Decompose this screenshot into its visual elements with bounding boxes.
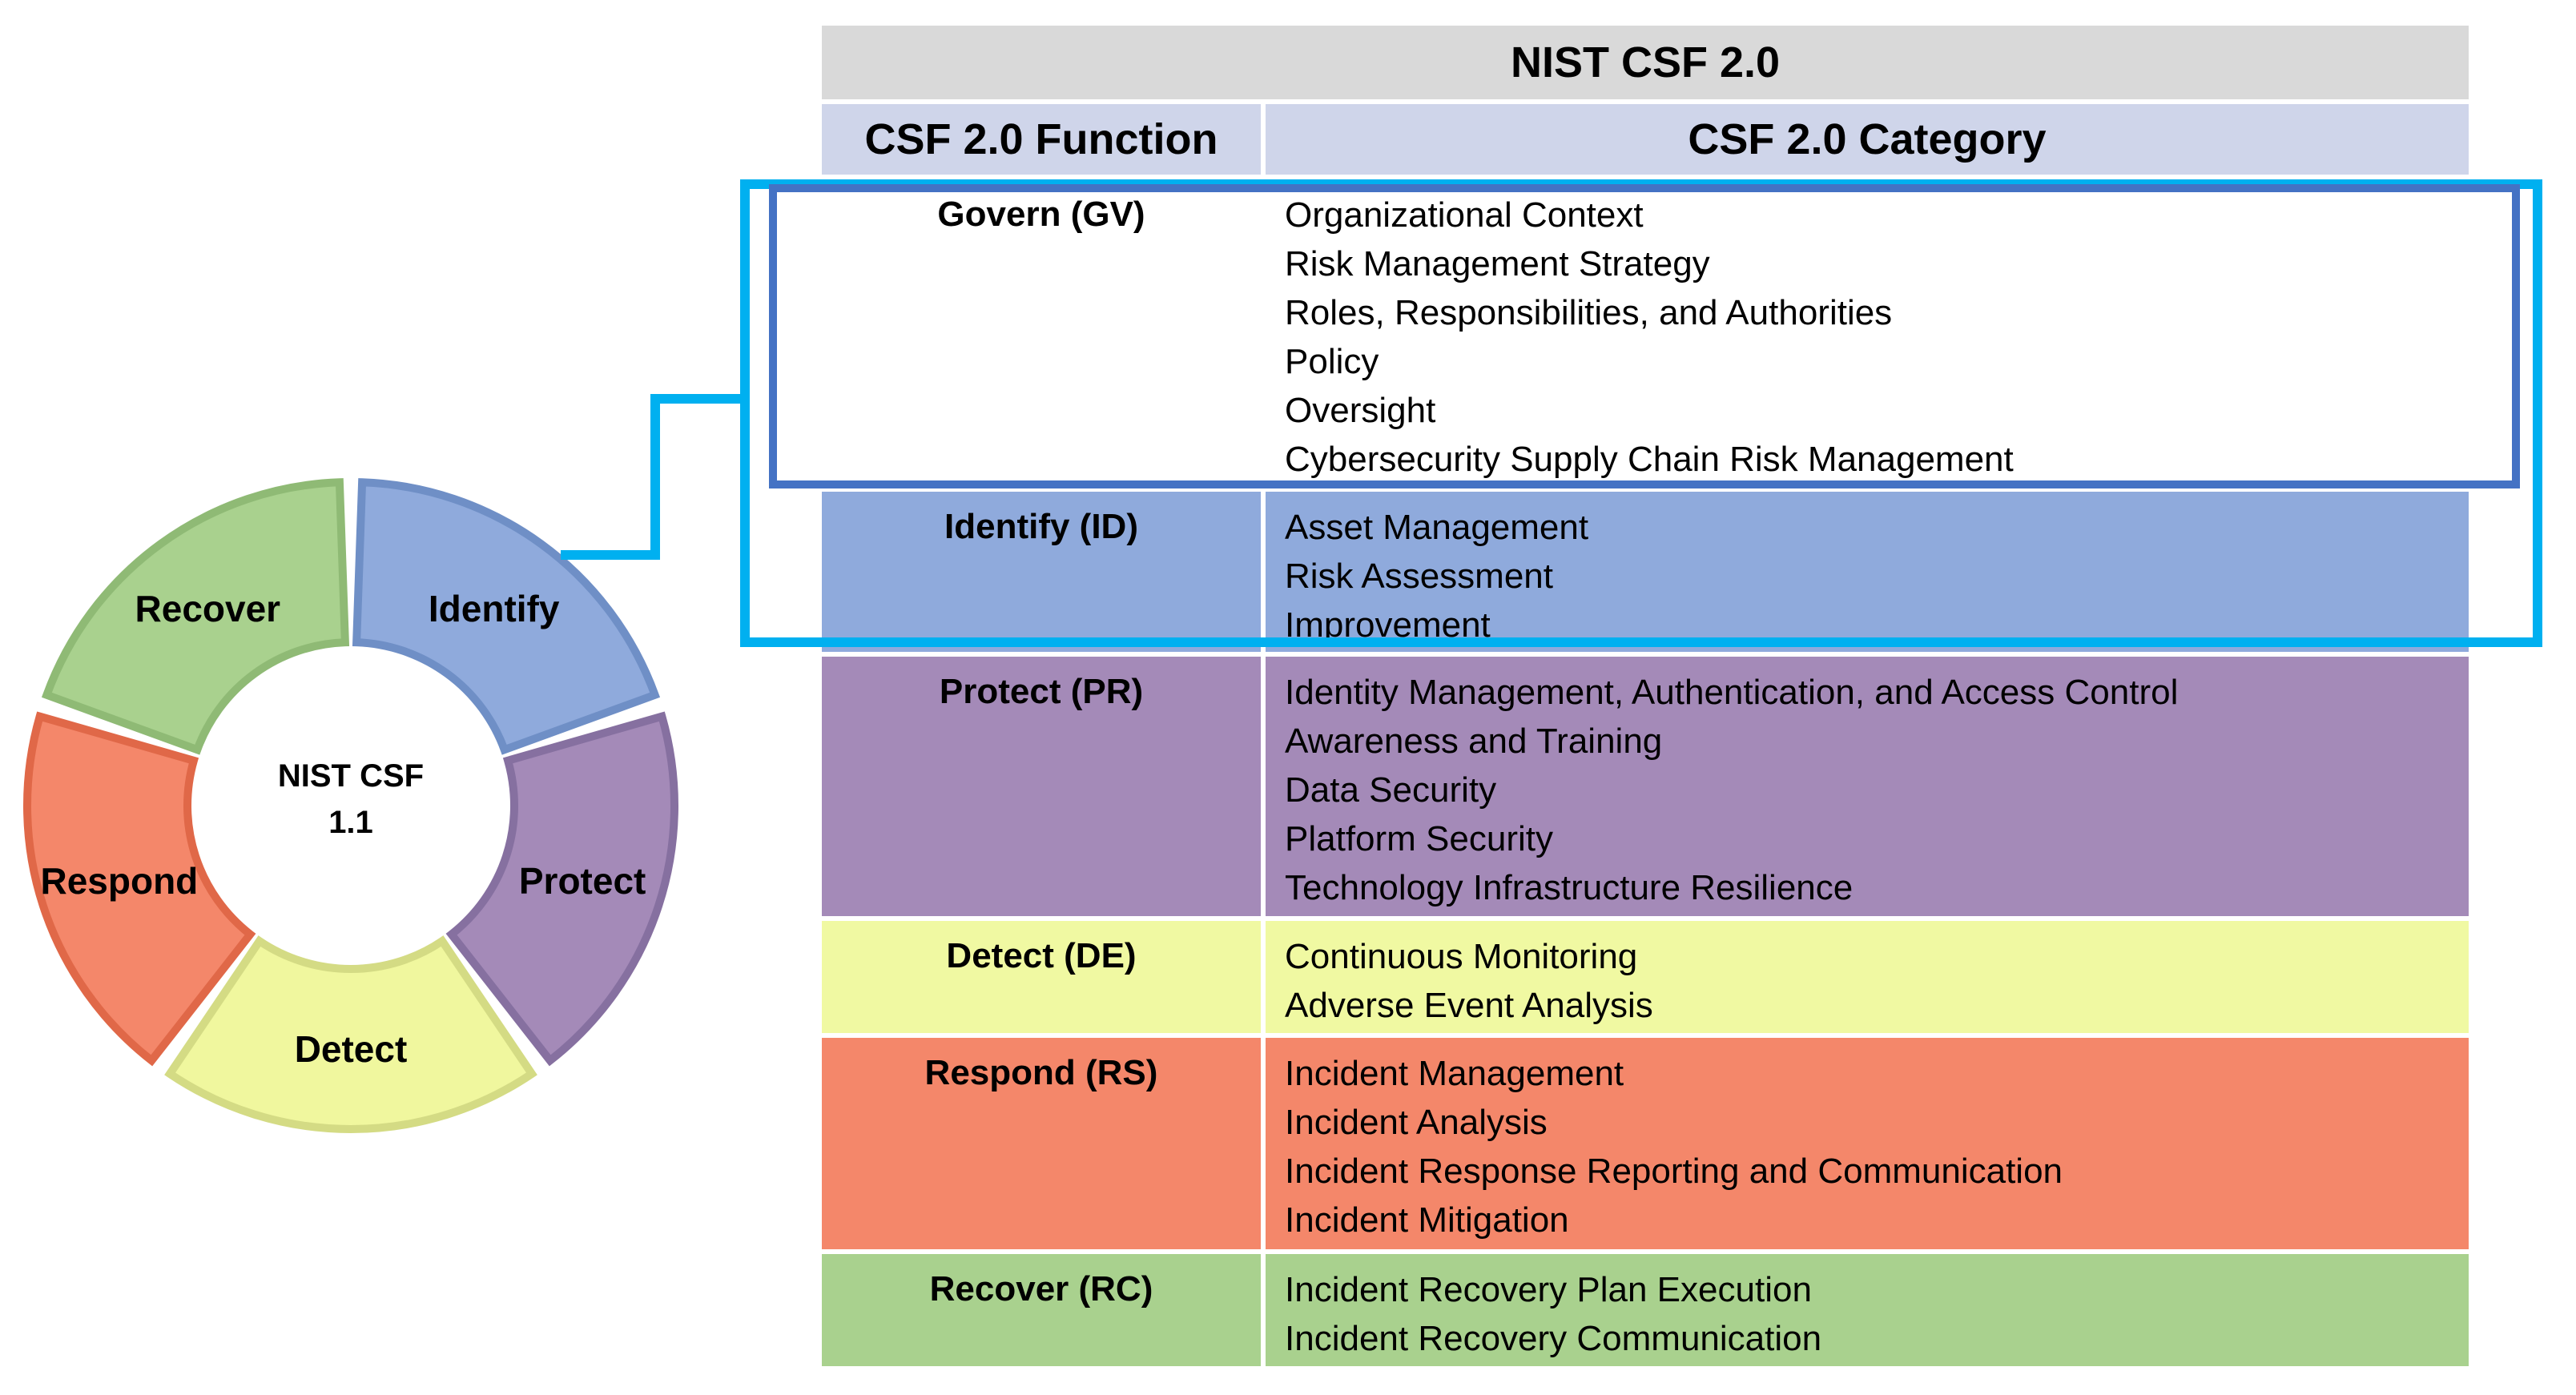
table-row-govern: Govern (GV) Organizational Context Risk …: [822, 179, 2469, 490]
category-cell: Incident Recovery Plan Execution Inciden…: [1266, 1254, 2469, 1366]
category-item: Organizational Context: [1285, 195, 1644, 235]
wheel-center-label-line1: NIST CSF: [278, 758, 424, 794]
category-item: Roles, Responsibilities, and Authorities: [1285, 293, 1893, 332]
wheel-label-recover: Recover: [135, 588, 281, 629]
column-header-function: CSF 2.0 Function: [822, 104, 1261, 175]
wheel-segment-recover: [41, 478, 350, 755]
wheel-label-identify: Identify: [429, 588, 560, 629]
category-item: Oversight: [1285, 391, 1436, 430]
table-row-protect: Protect (PR) Identity Management, Authen…: [822, 657, 2469, 916]
category-cell: Asset Management Risk Assessment Improve…: [1266, 492, 2469, 652]
table-row-respond: Respond (RS) Incident Management Inciden…: [822, 1038, 2469, 1249]
wheel-label-respond: Respond: [40, 860, 198, 902]
wheel-segments: [23, 478, 678, 1133]
category-item: Adverse Event Analysis: [1285, 986, 1653, 1025]
wheel-segment-protect: [445, 711, 678, 1067]
table-row-recover: Recover (RC) Incident Recovery Plan Exec…: [822, 1254, 2469, 1366]
function-cell: Identify (ID): [822, 492, 1261, 652]
function-cell: Respond (RS): [822, 1038, 1261, 1249]
category-cell: Incident Management Incident Analysis In…: [1266, 1038, 2469, 1249]
category-item: Identity Management, Authentication, and…: [1285, 673, 2179, 712]
category-item: Technology Infrastructure Resilience: [1285, 868, 1854, 907]
function-cell: Govern (GV): [822, 179, 1261, 490]
category-item: Incident Mitigation: [1285, 1200, 1569, 1240]
wheel-segment-respond: [23, 711, 256, 1067]
wheel-label-detect: Detect: [295, 1028, 408, 1070]
category-item: Incident Response Reporting and Communic…: [1285, 1152, 2063, 1191]
category-item: Asset Management: [1285, 508, 1589, 547]
table-row-detect: Detect (DE) Continuous Monitoring Advers…: [822, 921, 2469, 1033]
category-item: Risk Management Strategy: [1285, 244, 1710, 283]
function-cell: Recover (RC): [822, 1254, 1261, 1366]
category-item: Data Security: [1285, 770, 1497, 810]
category-item: Risk Assessment: [1285, 557, 1553, 596]
column-header-category: CSF 2.0 Category: [1266, 104, 2469, 175]
category-item: Incident Recovery Plan Execution: [1285, 1270, 1812, 1309]
wheel-segment-identify: [352, 478, 661, 755]
table-header-row: CSF 2.0 Function CSF 2.0 Category: [822, 104, 2469, 175]
function-cell: Detect (DE): [822, 921, 1261, 1033]
table-row-identify: Identify (ID) Asset Management Risk Asse…: [822, 492, 2469, 652]
category-cell: Continuous Monitoring Adverse Event Anal…: [1266, 921, 2469, 1033]
category-cell: Identity Management, Authentication, and…: [1266, 657, 2469, 916]
wheel-segment-detect: [164, 935, 537, 1133]
function-cell: Protect (PR): [822, 657, 1261, 916]
category-item: Platform Security: [1285, 819, 1553, 858]
category-item: Awareness and Training: [1285, 722, 1663, 761]
wheel-center-label-line2: 1.1: [328, 805, 373, 840]
category-item: Incident Recovery Communication: [1285, 1319, 1822, 1358]
category-item: Incident Management: [1285, 1054, 1624, 1093]
category-item: Continuous Monitoring: [1285, 937, 1638, 976]
identify-connector-line: [561, 394, 740, 560]
category-item: Incident Analysis: [1285, 1103, 1548, 1142]
category-item: Policy: [1285, 342, 1379, 381]
wheel-label-protect: Protect: [519, 860, 646, 902]
table-title: NIST CSF 2.0: [822, 26, 2469, 99]
category-cell: Organizational Context Risk Management S…: [1266, 179, 2469, 490]
category-item: Improvement: [1285, 605, 1491, 645]
category-item: Cybersecurity Supply Chain Risk Manageme…: [1285, 440, 2014, 479]
